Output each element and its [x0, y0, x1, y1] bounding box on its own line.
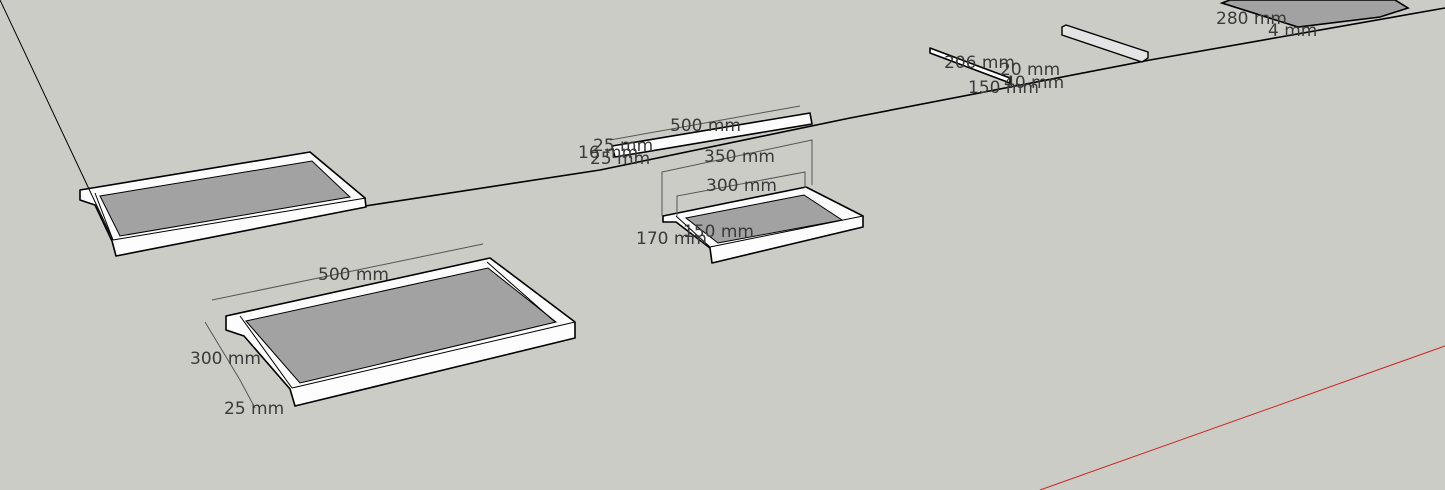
dim-strip-length: 500 mm	[670, 116, 741, 136]
green-axis-edge	[364, 7, 1445, 207]
dim-strip-b: 16 mm	[578, 143, 638, 163]
far-panel[interactable]: 280 mm 4 mm	[1216, 0, 1410, 41]
dim-far-b: 20 mm	[1000, 60, 1060, 80]
tray-large[interactable]: 500 mm 300 mm 25 mm	[190, 243, 576, 419]
strip-part[interactable]: 500 mm 25 mm 16 mm 25 mm	[578, 105, 813, 169]
dim-far-d: 40 mm	[1004, 73, 1064, 93]
dim-far-c: 150 mm	[968, 78, 1039, 98]
dim-large-length: 500 mm	[318, 265, 389, 285]
bar-part[interactable]	[1061, 24, 1149, 63]
dim-strip-a: 25 mm	[593, 136, 653, 156]
dim-small-width-b: 150 mm	[683, 222, 754, 242]
far-part[interactable]: 206 mm 20 mm 150 mm 40 mm	[929, 47, 1064, 98]
tray-left[interactable]	[0, 0, 367, 257]
dim-large-thickness: 25 mm	[224, 399, 284, 419]
dim-panel-thickness: 4 mm	[1268, 21, 1317, 41]
dim-panel-width: 280 mm	[1216, 9, 1287, 29]
dim-large-width: 300 mm	[190, 349, 261, 369]
tray-small[interactable]: 350 mm 300 mm 170 mm 150 mm	[636, 139, 864, 264]
red-axis	[1039, 345, 1445, 490]
dim-small-inner-length: 300 mm	[706, 176, 777, 196]
dim-small-width-a: 170 mm	[636, 229, 707, 249]
dim-far-a: 206 mm	[944, 53, 1015, 73]
dim-small-outer-length: 350 mm	[704, 147, 775, 167]
dim-strip-c: 25 mm	[590, 149, 650, 169]
